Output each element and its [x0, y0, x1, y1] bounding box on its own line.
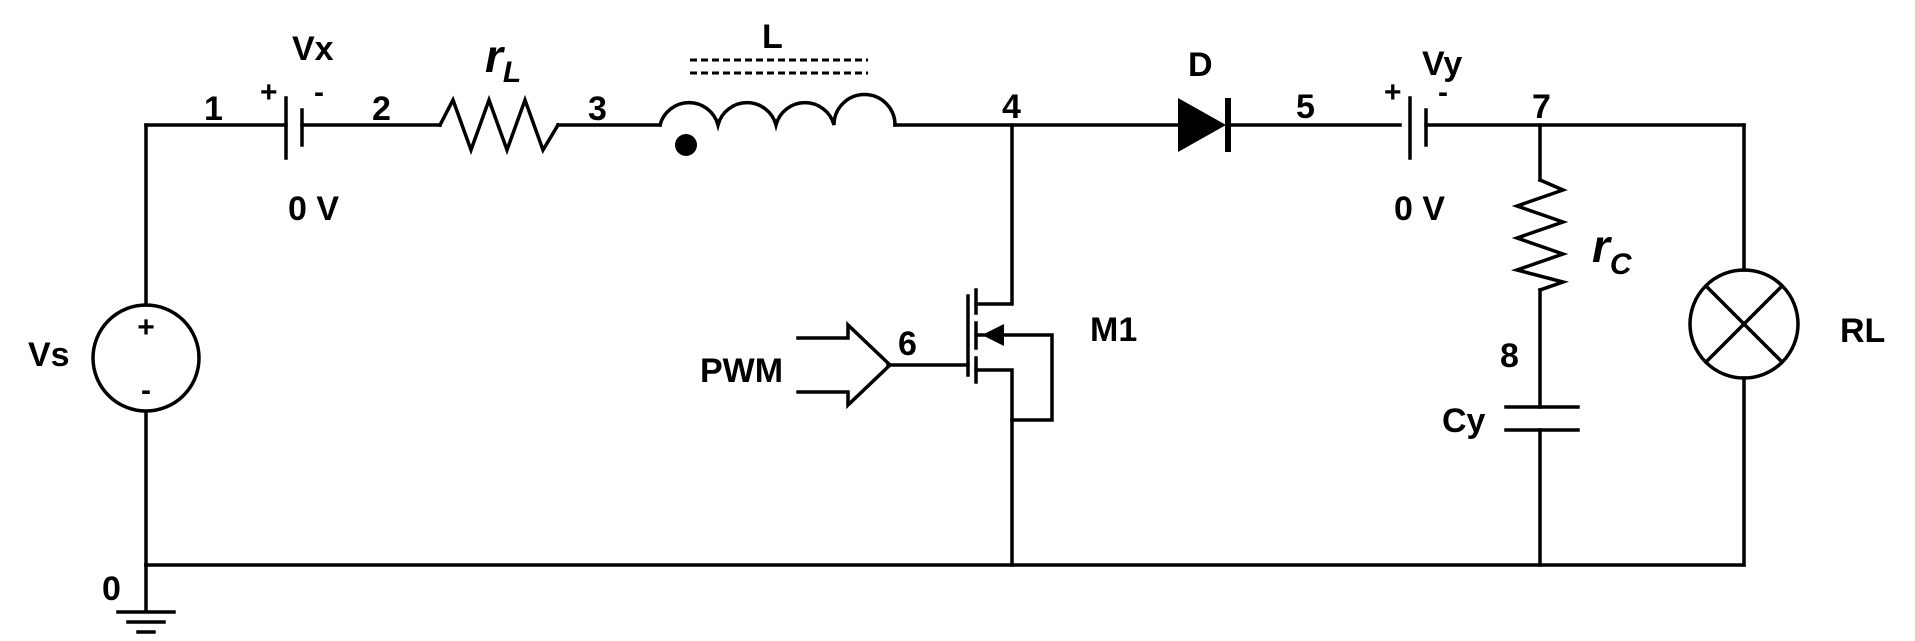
vs-plus-sign: +	[137, 311, 155, 344]
vx-minus-sign: -	[314, 76, 324, 109]
inductor-label: L	[762, 18, 783, 56]
node-2-label: 2	[372, 90, 391, 128]
rl-symbol: r	[485, 30, 505, 82]
node-7-label: 7	[1532, 88, 1551, 126]
vx-value: 0 V	[288, 190, 339, 228]
wires	[144, 123, 1746, 612]
pwm-label: PWM	[700, 352, 783, 390]
load-lamp-rl	[1688, 268, 1800, 380]
vs-label: Vs	[28, 336, 70, 374]
vy-label: Vy	[1422, 45, 1462, 83]
load-label: RL	[1840, 312, 1885, 350]
rc-subscript: C	[1610, 248, 1633, 281]
node-8-label: 8	[1500, 337, 1519, 375]
vy-plus-sign: +	[1384, 76, 1402, 109]
node-3-label: 3	[588, 90, 607, 128]
node-4-label: 4	[1002, 88, 1021, 126]
capacitor-label: Cy	[1442, 402, 1486, 440]
vx-plus-sign: +	[260, 76, 278, 109]
voltage-probe-vy	[1408, 96, 1428, 160]
vy-value: 0 V	[1394, 190, 1445, 228]
rl-label: rL	[485, 30, 521, 89]
node-0-label: 0	[102, 570, 121, 608]
capacitor-cy	[1504, 405, 1580, 432]
diode-label: D	[1188, 46, 1213, 84]
rc-label: rC	[1592, 220, 1633, 281]
inductor-l	[657, 58, 897, 156]
mosfet-m1	[966, 288, 1054, 422]
rc-symbol: r	[1592, 220, 1612, 272]
inductor-polarity-dot	[675, 134, 697, 156]
pwm-input-port	[796, 320, 893, 410]
mosfet-label: M1	[1090, 311, 1137, 349]
resistor-rl	[437, 94, 561, 156]
node-6-label: 6	[898, 325, 917, 363]
ground-icon	[116, 610, 176, 634]
node-1-label: 1	[204, 90, 223, 128]
voltage-probe-vx	[284, 96, 304, 160]
vy-minus-sign: -	[1438, 76, 1448, 109]
resistor-rc	[1510, 177, 1570, 293]
voltage-source-vs: + -	[91, 303, 201, 413]
vs-minus-sign: -	[141, 374, 151, 407]
diode-d	[1178, 98, 1231, 152]
rl-subscript: L	[503, 56, 521, 89]
node-5-label: 5	[1296, 88, 1315, 126]
vx-label: Vx	[292, 30, 334, 68]
